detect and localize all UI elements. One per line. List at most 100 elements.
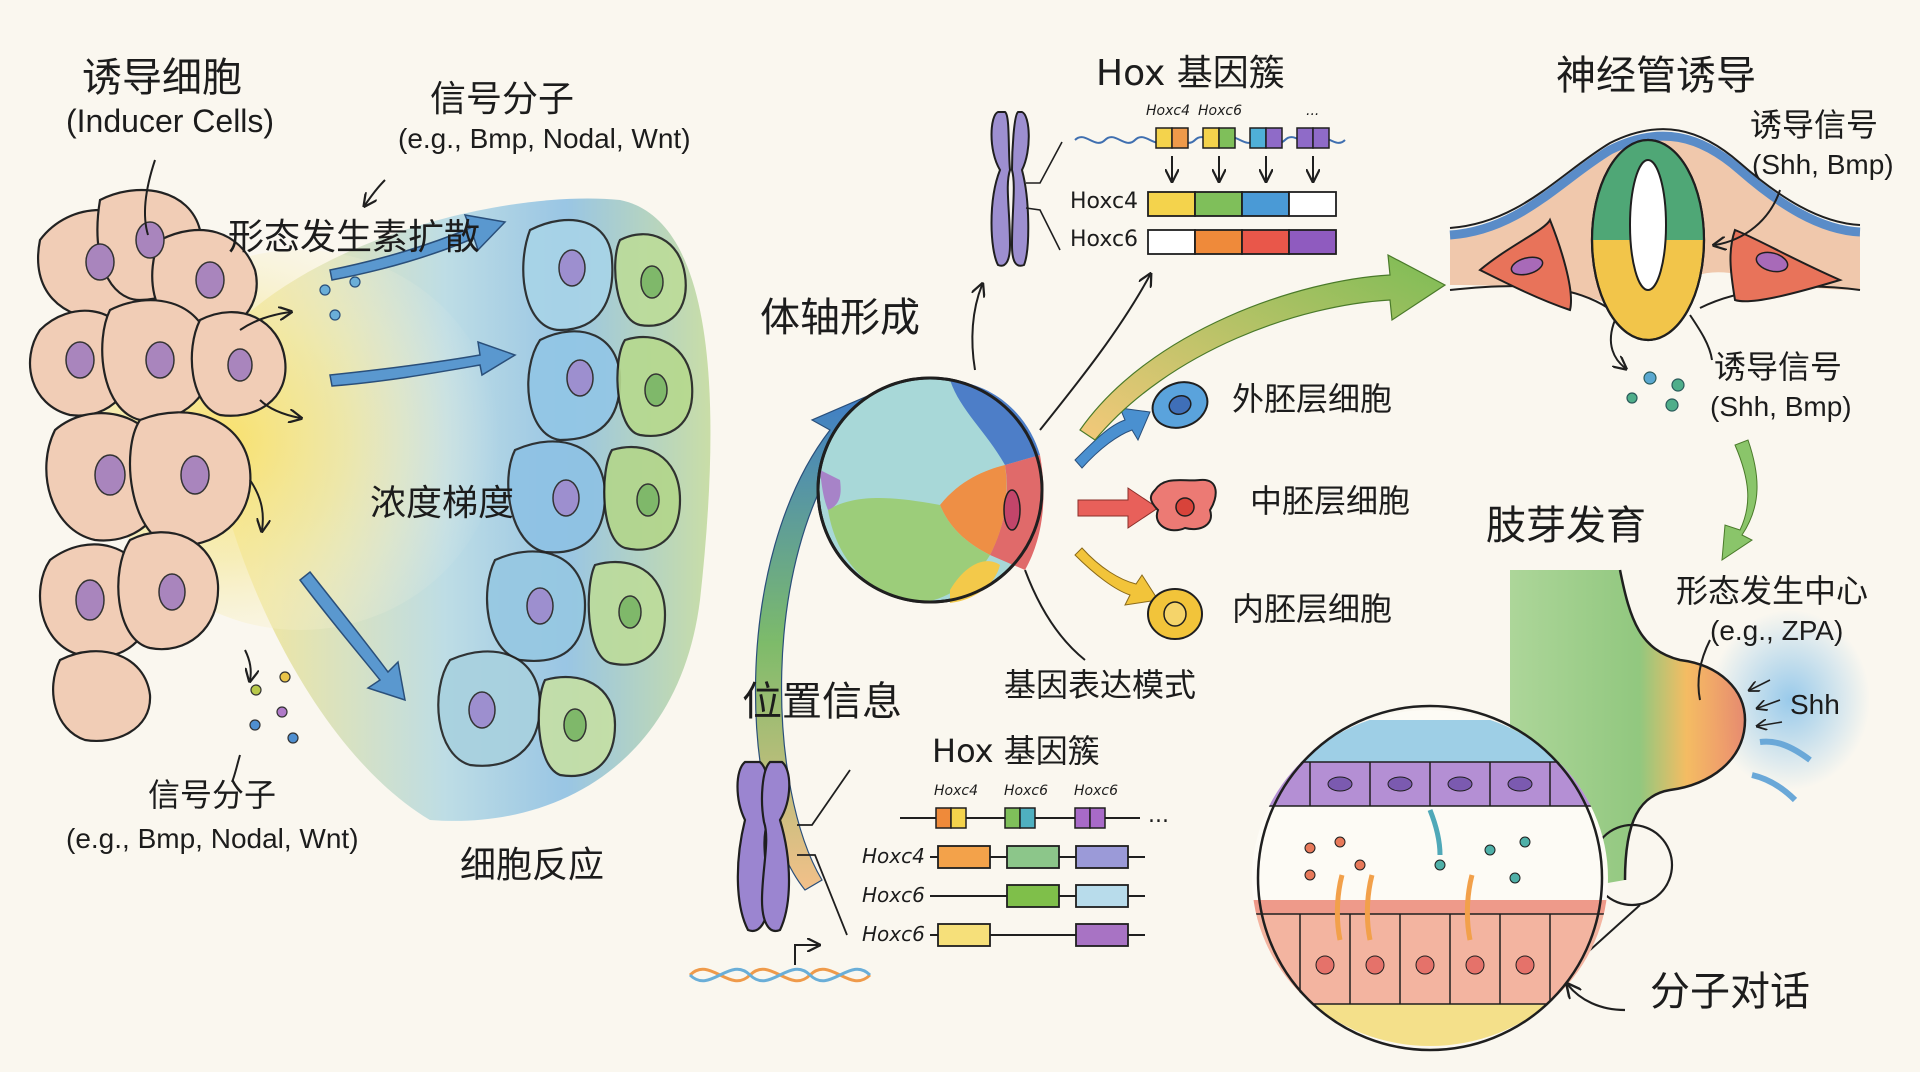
hox-bottom-cluster-label: Hoxc6 [1004,783,1048,799]
hox-top-expression-bars [1147,191,1337,255]
signal-molecules-bottom-title: 信号分子 [148,776,277,814]
neural-tube-signal-arrows [1609,189,1781,368]
endoderm-cell-icon [1147,588,1203,640]
hox-top-dna-block [1155,127,1173,149]
gene-expression-pattern-label: 基因表达模式 [1004,666,1197,704]
hox-top-row-label: Hoxc6 [1070,227,1139,252]
hox-top-dna-label: Hoxc4 [1146,103,1190,119]
chromosome-top-leaders [1025,141,1063,251]
inductive-signal-2-title: 诱导信号 [1714,348,1843,386]
concentration-gradient-label: 浓度梯度 [370,483,515,524]
molecular-dialogue-label: 分子对话 [1650,969,1810,1015]
organizer-center-title: 形态发生中心 [1676,572,1869,610]
inductive-signal-1-title: 诱导信号 [1750,106,1879,144]
chromosome-bottom-leaders [797,769,851,936]
neural-tube-cross-section [1449,128,1861,342]
gradient-arrows [298,214,517,702]
body-axis-formation-label: 体轴形成 [760,295,920,341]
thin-arrows-up [972,275,1150,431]
hox-bottom-cluster-label: Hoxc6 [1074,783,1118,799]
hox-bottom-cluster-block [1004,807,1021,829]
hox-bottom-rows [930,845,1145,947]
hox-top-row-label: Hoxc4 [1070,189,1139,214]
inducer-cells-subtitle: (Inducer Cells) [66,103,275,139]
hox-bottom-expression-block [1006,884,1060,908]
shh-blue-arrows [1751,738,1812,803]
hox-top-dna-blocks [1155,127,1330,149]
signal-molecules-top-title: 信号分子 [430,79,575,120]
signal-molecules-top-examples: (e.g., Bmp, Nodal, Wnt) [398,123,691,154]
transcription-start-arrow [794,945,818,965]
hox-top-dna-block [1202,127,1220,149]
arrow-endoderm [1074,547,1159,606]
hox-bottom-cluster-block [935,807,952,829]
germ-layer-label: 中胚层细胞 [1250,482,1411,520]
hox-bottom-cluster-blocks [935,807,1106,829]
hox-top-dna-block [1171,127,1189,149]
hox-top-dna-block [1249,127,1267,149]
chromosome-top [990,111,1030,267]
neural-tube-induction-title: 神经管诱导 [1556,53,1756,99]
limb-bud-development-title: 肢芽发育 [1486,503,1646,549]
hox-bottom-cluster-label: Hoxc4 [934,783,978,799]
arrow-mesoderm [1077,487,1159,529]
hox-top-bar-segment [1147,229,1196,255]
hox-top-bar-segment [1147,191,1196,217]
inducer-cell-nuclei [65,221,253,621]
leader-lines-left [143,159,241,783]
ectoderm-cell-icon [1151,381,1209,429]
hox-bottom-cluster-block [1019,807,1036,829]
hox-bottom-ellipsis: ... [1148,803,1169,828]
shh-label: Shh [1790,689,1840,720]
hox-cluster-bottom-title: Hox 基因簇 [932,732,1100,770]
hox-top-dna-block [1218,127,1236,149]
inducer-cell-cluster [28,188,287,742]
hox-top-bar-segment [1288,191,1337,217]
hox-top-bar-segment [1241,191,1290,217]
inductive-signal-2-subtitle: (Shh, Bmp) [1710,391,1852,422]
zoom-inset-outline [1256,704,1604,1052]
hox-top-bar-segment [1194,191,1243,217]
hox-top-bar-segment [1194,229,1243,255]
hox-top-bar-segment [1241,229,1290,255]
arrow-molecular-dialogue [1568,985,1626,1012]
neural-tube-signal-dots [1626,371,1685,412]
hox-bottom-row-label: Hoxc6 [862,883,925,907]
hox-bottom-expression-block [937,923,991,947]
hox-bottom-expression-block [1075,845,1129,869]
morphogen-diffusion-label: 形态发生素扩散 [228,217,481,258]
small-signal-arrows [239,179,386,680]
organizer-center-subtitle: (e.g., ZPA) [1710,615,1844,646]
leader-organizer [1697,639,1711,701]
arrow-to-neural-tube [1079,253,1447,441]
positional-information-label: 位置信息 [742,679,902,725]
hox-top-dna-label: ... [1306,103,1320,119]
hox-bottom-cluster-block [950,807,967,829]
hox-bottom-expression-block [1075,884,1129,908]
signal-molecules-top [319,276,361,321]
hox-top-dna-block [1312,127,1330,149]
hox-bottom-row-label: Hoxc6 [862,922,925,946]
dna-helix-bottom [688,967,872,983]
hox-bottom-expression-block [1006,845,1060,869]
cell-response-label: 细胞反应 [460,845,605,886]
hox-top-dna-label: Hoxc6 [1198,103,1242,119]
inductive-signal-1-subtitle: (Shh, Bmp) [1752,149,1894,180]
germ-layer-label: 外胚层细胞 [1232,380,1393,418]
chromosome-bottom [736,760,791,933]
hox-top-dna-block [1296,127,1314,149]
leader-gene-expression [1024,569,1086,661]
signal-molecules-bottom [249,671,299,744]
inducer-cells-title: 诱导细胞 [82,55,242,101]
hox-bottom-expression-block [1075,923,1129,947]
germ-layer-label: 内胚层细胞 [1232,590,1393,628]
hox-bottom-row-label: Hoxc4 [862,844,925,868]
hox-cluster-top-title: Hox 基因簇 [1096,53,1285,94]
hox-top-dna-block [1265,127,1283,149]
responding-cell-nuclei [468,249,668,742]
signal-molecules-bottom-examples: (e.g., Bmp, Nodal, Wnt) [66,823,359,854]
leader-signal-2 [1689,314,1713,361]
hox-bottom-expression-block [937,845,991,869]
shh-arrows [1750,679,1783,726]
